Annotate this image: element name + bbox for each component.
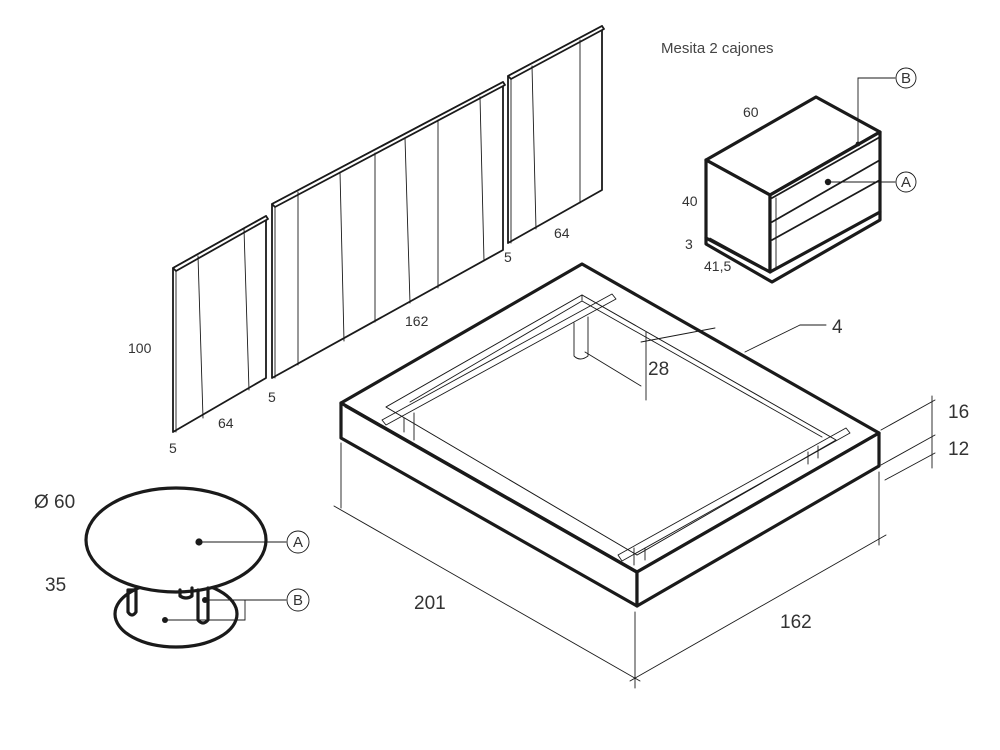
headboard-spacing-middle-label: 5 bbox=[268, 389, 276, 405]
headboard-spacing-left-label: 5 bbox=[169, 440, 177, 456]
nightstand-height-label: 40 bbox=[682, 193, 698, 209]
table-callout-b-circle bbox=[286, 588, 310, 612]
headboard-center-width-label: 162 bbox=[405, 313, 429, 329]
headboard-panel-width-right-label: 64 bbox=[554, 225, 570, 241]
table-diameter-label: Ø 60 bbox=[34, 492, 75, 513]
bed-base-height-label: 12 bbox=[948, 439, 969, 460]
nightstand-drawing bbox=[704, 95, 882, 284]
nightstand-base-label: 3 bbox=[685, 236, 693, 252]
bed-width-label: 162 bbox=[780, 612, 812, 633]
nightstand-callout-b-circle bbox=[895, 67, 917, 89]
headboard-center-panel bbox=[271, 81, 506, 379]
table-callout-b: B bbox=[293, 592, 303, 609]
table-height-label: 35 bbox=[45, 575, 66, 596]
nightstand-callout-a: A bbox=[901, 174, 911, 191]
table-callout-a-circle bbox=[286, 530, 310, 554]
headboard-panel-width-label: 64 bbox=[218, 415, 234, 431]
side-table-drawing bbox=[84, 486, 268, 649]
nightstand-callout-a-circle bbox=[895, 171, 917, 193]
headboard-height-label: 100 bbox=[128, 340, 152, 356]
bed-side-height-label: 16 bbox=[948, 402, 969, 423]
nightstand-depth-label: 41,5 bbox=[704, 258, 731, 274]
nightstand-title: Mesita 2 cajones bbox=[661, 40, 774, 57]
table-callout-a: A bbox=[293, 534, 303, 551]
bed-frame-drawing bbox=[339, 262, 881, 608]
nightstand-width-label: 60 bbox=[743, 104, 759, 120]
headboard-left-panel bbox=[172, 215, 269, 433]
headboard-spacing-right-label: 5 bbox=[504, 249, 512, 265]
bed-frame-thickness-label: 4 bbox=[832, 317, 843, 338]
bed-length-label: 201 bbox=[414, 593, 446, 614]
bed-leg-height-label: 28 bbox=[648, 359, 669, 380]
nightstand-callout-b: B bbox=[901, 70, 911, 87]
headboard-right-panel bbox=[507, 25, 605, 244]
